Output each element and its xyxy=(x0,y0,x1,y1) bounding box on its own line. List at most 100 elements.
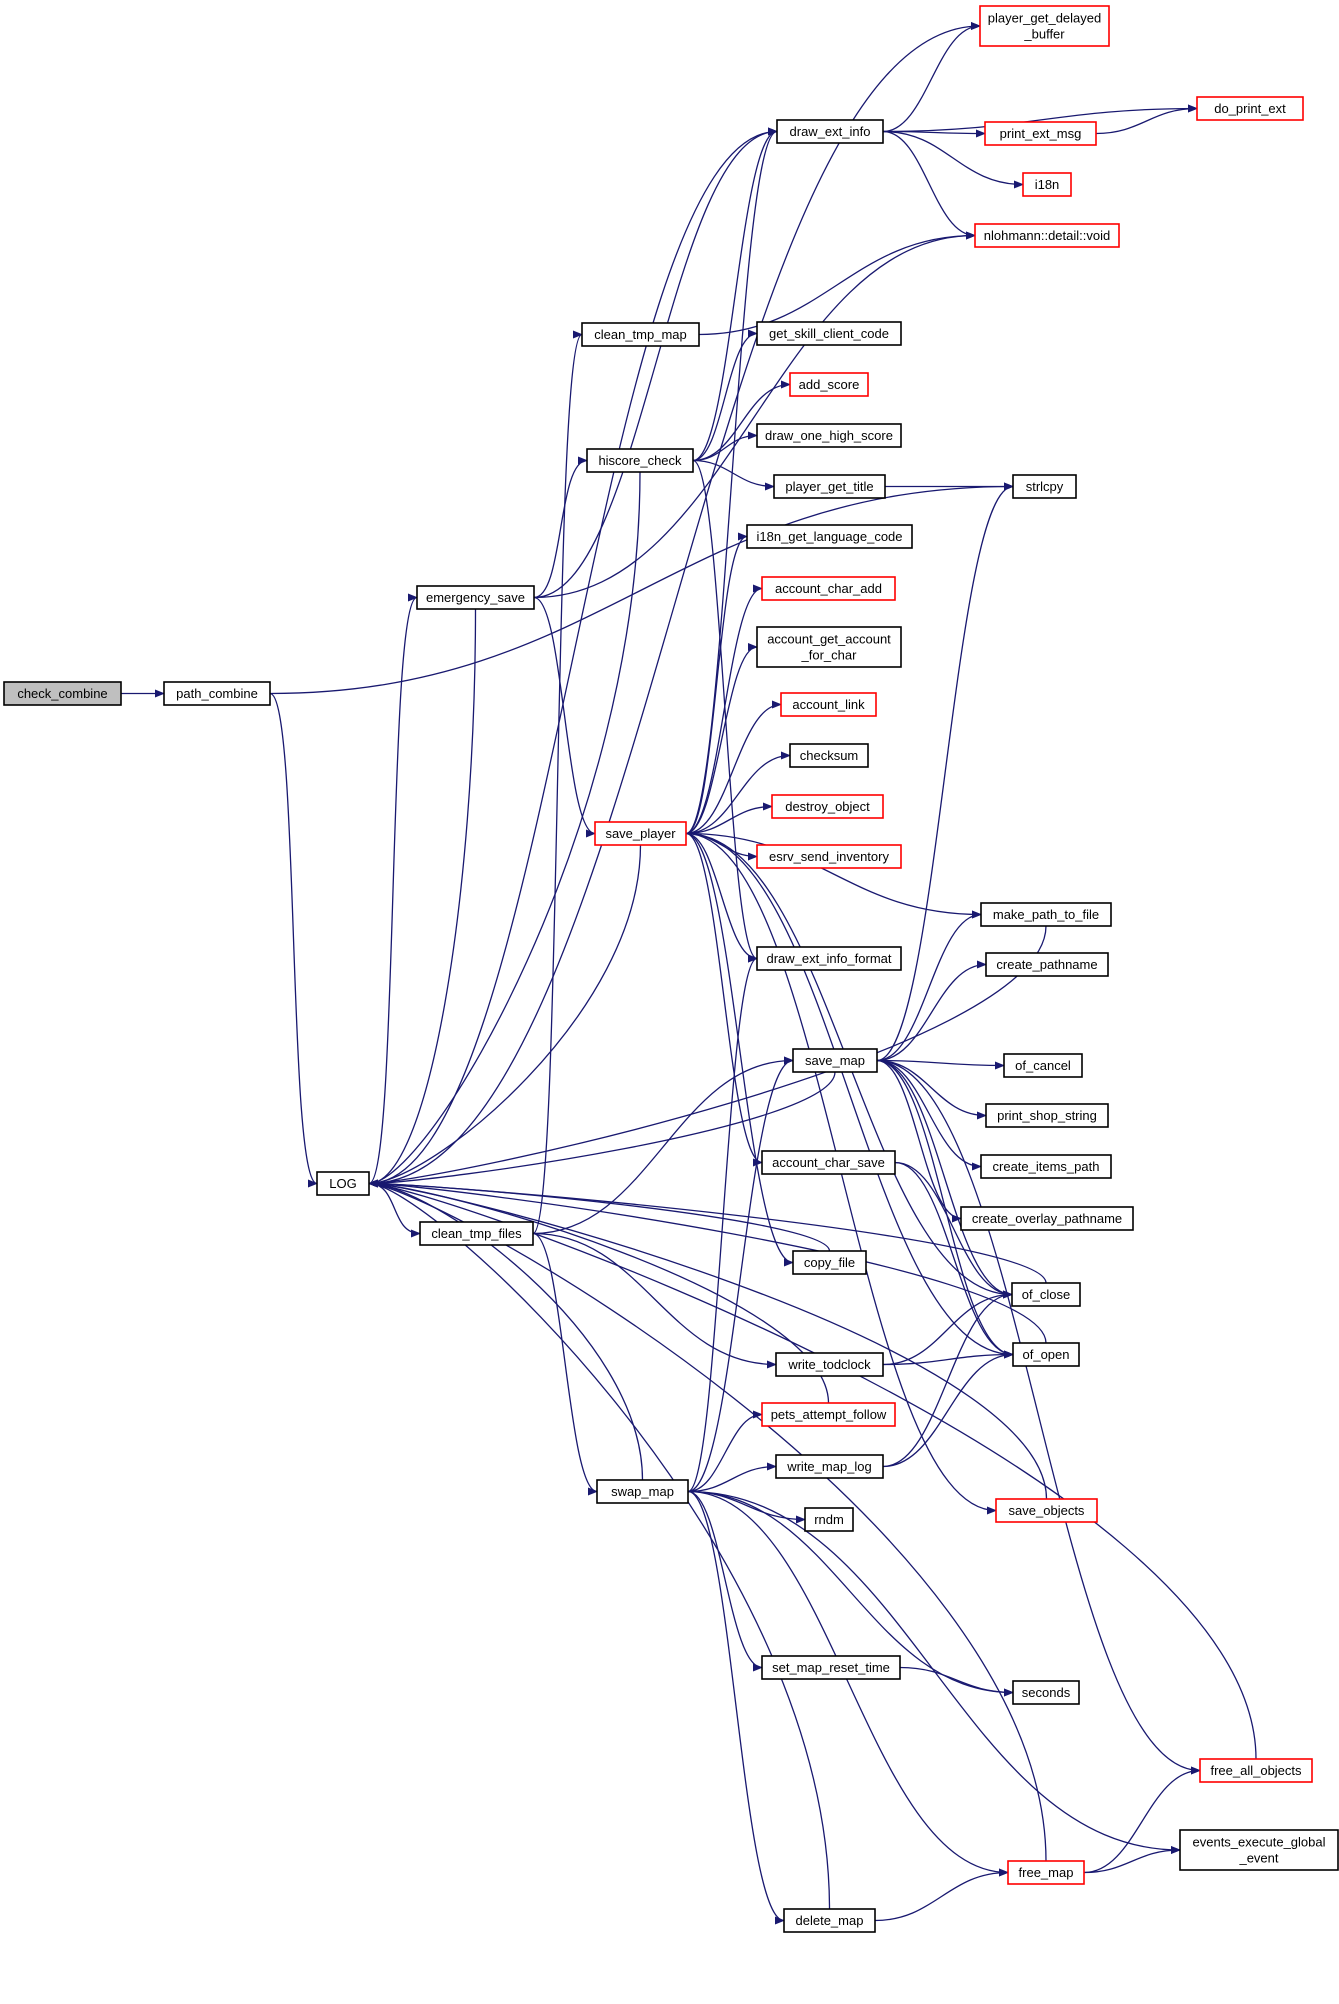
node-events-execute-global-event[interactable]: events_execute_global_event xyxy=(1179,1829,1339,1871)
node-of-open[interactable]: of_open xyxy=(1012,1342,1080,1367)
node-label: free_all_objects xyxy=(1210,1763,1302,1778)
edge-save-player-to-LOG xyxy=(368,844,642,1188)
edge-line xyxy=(692,329,758,462)
node-player-get-delayed-buffer[interactable]: player_get_delayed_buffer xyxy=(979,5,1110,47)
edge-line xyxy=(687,1056,794,1493)
edge-line xyxy=(368,593,418,1185)
edge-swap-map-to-set-map-reset-time xyxy=(687,1490,763,1672)
node-free-map[interactable]: free_map xyxy=(1007,1860,1085,1885)
node-save-map[interactable]: save_map xyxy=(792,1048,878,1073)
node-nlohmann-void[interactable]: nlohmann::detail::void xyxy=(974,223,1120,248)
edge-line xyxy=(685,643,758,835)
node-label: print_ext_msg xyxy=(1000,126,1082,141)
node-label: player_get_delayed xyxy=(988,11,1101,26)
edge-line xyxy=(882,104,1198,133)
node-draw-ext-info-format[interactable]: draw_ext_info_format xyxy=(756,946,902,971)
edge-line xyxy=(1083,1846,1181,1874)
node-account-link[interactable]: account_link xyxy=(780,692,877,717)
node-box xyxy=(776,119,884,144)
edge-save-map-to-of-cancel xyxy=(876,1059,1005,1070)
edge-draw-ext-info-to-print-ext-msg xyxy=(882,129,986,138)
node-label: _buffer xyxy=(1023,27,1065,42)
node-label: add_score xyxy=(799,377,860,392)
edge-line xyxy=(692,127,778,462)
node-save-objects[interactable]: save_objects xyxy=(995,1498,1098,1523)
node-create-items-path[interactable]: create_items_path xyxy=(980,1154,1112,1179)
edge-line xyxy=(876,482,1014,1062)
edge-line xyxy=(876,1059,1005,1070)
node-path-combine[interactable]: path_combine xyxy=(163,681,271,706)
node-copy-file[interactable]: copy_file xyxy=(792,1250,867,1275)
node-rndm[interactable]: rndm xyxy=(804,1507,854,1532)
node-print-shop-string[interactable]: print_shop_string xyxy=(985,1103,1109,1128)
node-box xyxy=(761,1655,901,1680)
node-swap-map[interactable]: swap_map xyxy=(596,1479,689,1504)
node-label: account_char_add xyxy=(775,581,882,596)
node-account-char-save[interactable]: account_char_save xyxy=(761,1150,896,1175)
edge-save-player-to-account-get-account-for-char xyxy=(685,643,758,835)
node-emergency-save[interactable]: emergency_save xyxy=(416,585,535,610)
node-clean-tmp-map[interactable]: clean_tmp_map xyxy=(581,322,700,347)
node-of-close[interactable]: of_close xyxy=(1011,1282,1081,1307)
edge-line xyxy=(882,22,981,133)
edge-line xyxy=(368,1179,1047,1344)
edge-swap-map-to-free-map xyxy=(687,1490,1009,1877)
node-draw-one-high-score[interactable]: draw_one_high_score xyxy=(756,423,902,448)
node-i18n-get-language-code[interactable]: i18n_get_language_code xyxy=(746,524,913,549)
node-account-get-account-for-char[interactable]: account_get_account_for_char xyxy=(756,626,902,668)
edge-line xyxy=(687,1490,763,1672)
node-of-cancel[interactable]: of_cancel xyxy=(1003,1053,1083,1078)
edge-save-map-to-create-pathname xyxy=(876,960,987,1062)
edge-swap-map-to-write-map-log xyxy=(687,1462,777,1493)
node-i18n[interactable]: i18n xyxy=(1022,172,1072,197)
node-write-map-log[interactable]: write_map_log xyxy=(775,1454,884,1479)
node-delete-map[interactable]: delete_map xyxy=(783,1908,876,1933)
edge-line xyxy=(532,330,583,1235)
node-box xyxy=(974,223,1120,248)
node-save-player[interactable]: save_player xyxy=(594,821,687,846)
edge-line xyxy=(368,844,642,1188)
edge-line xyxy=(368,1182,421,1238)
node-make-path-to-file[interactable]: make_path_to_file xyxy=(980,902,1112,927)
node-write-todclock[interactable]: write_todclock xyxy=(775,1352,884,1377)
node-create-overlay-pathname[interactable]: create_overlay_pathname xyxy=(960,1206,1134,1231)
edge-line xyxy=(876,1059,962,1223)
node-hiscore-check[interactable]: hiscore_check xyxy=(586,448,694,473)
node-clean-tmp-files[interactable]: clean_tmp_files xyxy=(419,1221,534,1246)
node-checksum[interactable]: checksum xyxy=(789,743,869,768)
edge-swap-map-to-seconds xyxy=(687,1490,1014,1697)
edge-save-map-to-LOG xyxy=(368,1071,836,1188)
node-add-score[interactable]: add_score xyxy=(789,372,869,397)
edge-line xyxy=(882,1350,1014,1366)
node-get-skill-client-code[interactable]: get_skill_client_code xyxy=(756,321,902,346)
node-account-char-add[interactable]: account_char_add xyxy=(761,576,896,601)
edge-line xyxy=(368,22,981,1185)
edge-draw-ext-info-to-do-print-ext xyxy=(882,104,1198,133)
node-create-pathname[interactable]: create_pathname xyxy=(985,952,1109,977)
node-do-print-ext[interactable]: do_print_ext xyxy=(1196,96,1304,121)
node-label: create_overlay_pathname xyxy=(972,1211,1122,1226)
edge-save-player-to-checksum xyxy=(685,751,791,835)
node-LOG[interactable]: LOG xyxy=(316,1171,370,1196)
node-pets-attempt-follow[interactable]: pets_attempt_follow xyxy=(761,1402,896,1427)
node-label: _for_char xyxy=(801,648,858,663)
node-destroy-object[interactable]: destroy_object xyxy=(771,794,884,819)
node-free-all-objects[interactable]: free_all_objects xyxy=(1199,1758,1313,1783)
node-draw-ext-info[interactable]: draw_ext_info xyxy=(776,119,884,144)
node-box xyxy=(316,1171,370,1196)
node-player-get-title[interactable]: player_get_title xyxy=(773,474,886,499)
node-set-map-reset-time[interactable]: set_map_reset_time xyxy=(761,1655,901,1680)
edge-emergency-save-to-nlohmann-void xyxy=(533,231,976,599)
node-seconds[interactable]: seconds xyxy=(1012,1680,1080,1705)
edge-swap-map-to-pets-attempt-follow xyxy=(687,1410,763,1493)
edge-hiscore-check-to-add-score xyxy=(692,380,791,462)
edge-save-player-to-account-link xyxy=(685,700,782,835)
node-box xyxy=(756,626,902,668)
node-strlcpy[interactable]: strlcpy xyxy=(1012,474,1077,499)
edge-save-player-to-make-path-to-file xyxy=(685,832,982,919)
edge-account-char-save-to-of-open xyxy=(894,1161,1014,1359)
node-esrv-send-inventory[interactable]: esrv_send_inventory xyxy=(756,844,902,869)
node-print-ext-msg[interactable]: print_ext_msg xyxy=(984,121,1097,146)
node-check-combine[interactable]: check_combine xyxy=(3,681,122,706)
